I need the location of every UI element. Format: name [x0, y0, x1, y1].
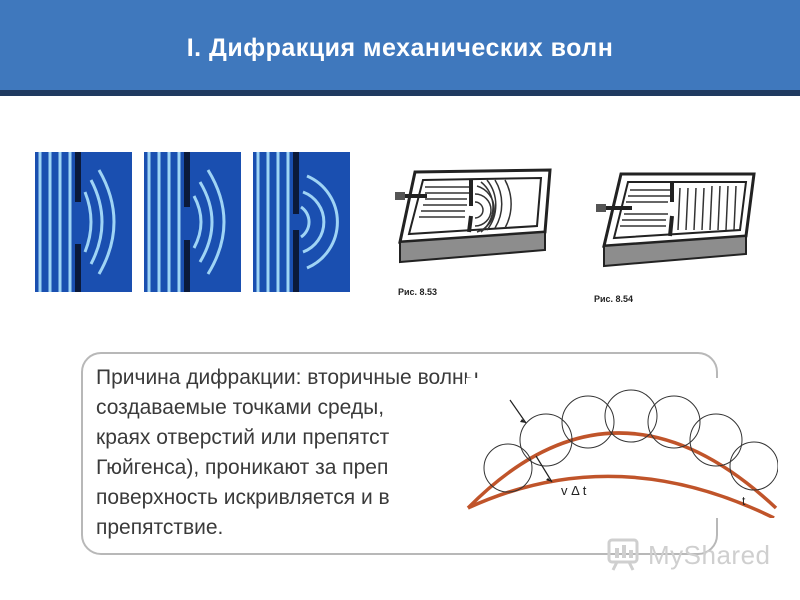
time-label: t [742, 494, 746, 508]
watermark-text: MyShared [648, 540, 771, 570]
figure-caption-right: Рис. 8.54 [594, 294, 634, 304]
diffraction-panel-1 [35, 152, 132, 292]
ripple-tank-figure-1 [395, 168, 552, 264]
slide-header [0, 0, 800, 96]
text-line-3: краях отверстий или препятст [96, 426, 390, 449]
slide-title: I. Дифракция механических волн [186, 34, 614, 62]
text-line-6: препятствие. [96, 516, 224, 539]
text-line-2: создаваемые точками среды, [96, 396, 385, 419]
diffraction-explanation: Причина дифракции: вторичные волны, созд… [96, 363, 656, 543]
text-line-1: Причина дифракции: вторичные волны, [96, 366, 485, 389]
ripple-tank-figure-2 [596, 172, 756, 268]
text-line-4: Гюйгенса), проникают за преп [96, 456, 389, 479]
diffraction-panel-2 [144, 152, 241, 292]
huygens-wavefront-diagram: v Δ t t [466, 378, 778, 518]
velocity-time-label: v Δ t [561, 483, 587, 498]
watermark-logo-icon [607, 538, 639, 571]
text-line-5: поверхность искривляется и в [96, 486, 390, 509]
diffraction-panel-3 [253, 152, 350, 292]
figure-caption-left: Рис. 8.53 [398, 287, 438, 297]
